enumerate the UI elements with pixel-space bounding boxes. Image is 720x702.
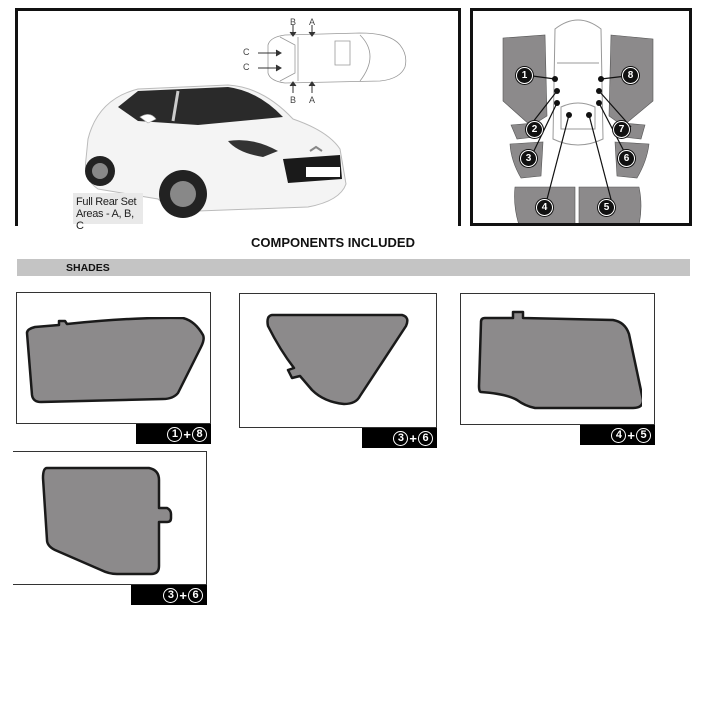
shades-section-bar — [17, 259, 690, 276]
position-7-marker: 7 — [613, 121, 630, 138]
shade-badge-3-6: 3 + 6 — [362, 428, 437, 448]
rear-door-shade-shape — [25, 317, 205, 404]
position-5-marker: 5 — [598, 199, 615, 216]
shade-item-quarter-triangle — [239, 293, 437, 428]
label-bottom-b: B — [290, 95, 297, 105]
position-4-marker: 4 — [536, 199, 553, 216]
rear-windscreen-shade-shape — [477, 310, 642, 410]
shade-item-rear-windscreen — [460, 293, 655, 425]
components-title: COMPONENTS INCLUDED — [251, 235, 415, 250]
badge-plus: + — [179, 587, 187, 603]
caption-box: Full Rear Set Areas - A, B, C — [73, 193, 143, 232]
label-c-1: C — [243, 47, 250, 57]
badge-number-left: 3 — [393, 430, 409, 446]
top-view-car-diagram — [258, 25, 407, 93]
shade-badge-4-5: 4 + 5 — [580, 425, 655, 445]
car-photo — [85, 84, 347, 218]
badge-plus: + — [627, 427, 635, 443]
vehicle-photo-panel: B A C C B A Full Rear Set Areas - A, B, … — [15, 8, 461, 232]
shade-item-rear-door — [16, 292, 211, 424]
badge-number-left: 1 — [167, 426, 183, 442]
caption-line-1: Full Rear Set — [76, 196, 137, 208]
badge-number-right: 8 — [192, 426, 207, 442]
shade-badge-3-6-quarter: 3 + 6 — [131, 585, 207, 605]
shade-item-quarter-window — [13, 451, 207, 585]
positions-diagram — [502, 19, 654, 223]
shades-section-label: SHADES — [66, 262, 110, 274]
quarter-window-shade-shape — [41, 466, 173, 576]
position-8-marker: 8 — [622, 67, 639, 84]
position-6-marker: 6 — [618, 150, 635, 167]
badge-number-right: 5 — [636, 427, 651, 443]
badge-number-right: 6 — [188, 587, 203, 603]
label-c-2: C — [243, 62, 250, 72]
position-2-marker: 2 — [526, 121, 543, 138]
shade-badge-1-8: 1 + 8 — [136, 424, 211, 444]
position-1-marker: 1 — [516, 67, 533, 84]
label-bottom-a: A — [309, 95, 316, 105]
position-3-marker: 3 — [520, 150, 537, 167]
badge-number-left: 3 — [163, 587, 179, 603]
badge-number-right: 6 — [418, 430, 433, 446]
badge-plus: + — [409, 430, 417, 446]
badge-number-left: 4 — [611, 427, 627, 443]
quarter-triangle-shade-shape — [266, 313, 409, 406]
label-top-b: B — [290, 17, 297, 27]
label-top-a: A — [309, 17, 316, 27]
shade-positions-panel: 1 2 3 4 5 6 7 8 — [470, 8, 692, 226]
caption-line-2: Areas - A, B, C — [76, 208, 134, 232]
badge-plus: + — [183, 426, 191, 442]
